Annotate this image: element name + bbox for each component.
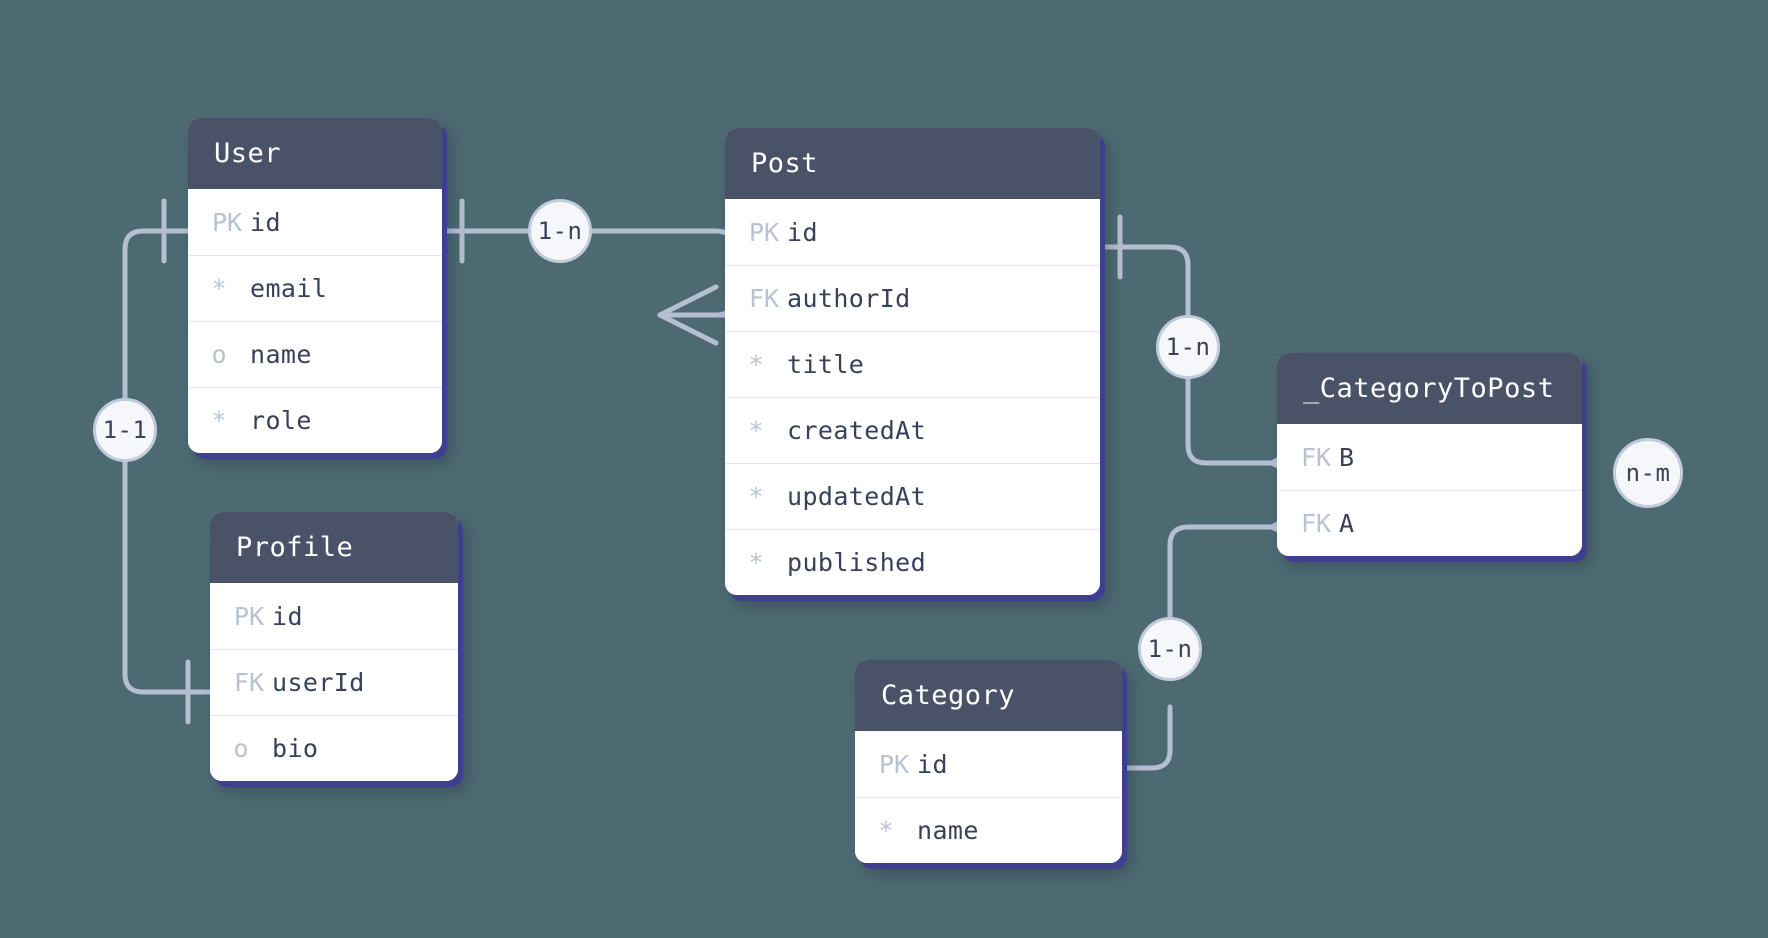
field-name: createdAt bbox=[787, 416, 927, 445]
wire-post-ctp-upper bbox=[1097, 244, 1191, 318]
field-key: PK bbox=[749, 217, 780, 247]
entity-fields-user: PK id * email o name * role bbox=[188, 189, 442, 453]
field-row[interactable]: * updatedAt bbox=[725, 463, 1100, 529]
field-row[interactable]: * name bbox=[855, 797, 1122, 863]
field-key: FK bbox=[1301, 509, 1332, 538]
entity-title-user: User bbox=[188, 118, 442, 189]
field-name: name bbox=[917, 816, 979, 845]
field-key: * bbox=[748, 548, 764, 577]
field-row[interactable]: o bio bbox=[210, 715, 458, 781]
crowfoot-post-authorid-upper bbox=[657, 284, 719, 318]
field-row[interactable]: o name bbox=[188, 321, 442, 387]
relationship-badge-post-categorytopost[interactable]: 1-n bbox=[1156, 315, 1220, 379]
field-key: * bbox=[748, 416, 764, 445]
field-name: name bbox=[250, 340, 312, 369]
relationship-badge-user-post[interactable]: 1-n bbox=[528, 199, 592, 263]
field-name: email bbox=[250, 274, 328, 303]
entity-title-categorytopost: _CategoryToPost bbox=[1277, 353, 1582, 424]
entity-fields-post: PK id FK authorId * title * createdAt * … bbox=[725, 199, 1100, 595]
field-row[interactable]: * published bbox=[725, 529, 1100, 595]
field-row[interactable]: FK authorId bbox=[725, 265, 1100, 331]
field-key: FK bbox=[1301, 442, 1332, 472]
field-key: * bbox=[748, 350, 764, 379]
entity-fields-categorytopost: FK B FK A bbox=[1277, 424, 1582, 556]
relationship-badge-category-categorytopost[interactable]: 1-n bbox=[1138, 617, 1202, 681]
field-key: * bbox=[211, 274, 227, 303]
field-row[interactable]: * title bbox=[725, 331, 1100, 397]
wire-category-ctp-lower bbox=[1119, 704, 1173, 771]
field-row[interactable]: FK userId bbox=[210, 649, 458, 715]
field-key: PK bbox=[212, 207, 243, 237]
wire-post-ctp-lower2 bbox=[1185, 372, 1275, 466]
field-name: B bbox=[1339, 442, 1355, 472]
crowfoot-post-authorid-lower bbox=[657, 312, 719, 346]
field-name: id bbox=[250, 207, 281, 237]
field-name: authorId bbox=[787, 284, 911, 313]
field-key: * bbox=[211, 406, 227, 435]
entity-card-categorytopost[interactable]: _CategoryToPost FK B FK A bbox=[1277, 353, 1582, 556]
field-key: o bbox=[211, 340, 227, 369]
relationship-badge-category-post[interactable]: n-m bbox=[1613, 438, 1683, 508]
field-key: o bbox=[233, 734, 249, 763]
entity-title-profile: Profile bbox=[210, 512, 458, 583]
entity-title-category: Category bbox=[855, 660, 1122, 731]
field-key: * bbox=[748, 482, 764, 511]
entity-title-post: Post bbox=[725, 128, 1100, 199]
entity-card-profile[interactable]: Profile PK id FK userId o bio bbox=[210, 512, 458, 781]
field-row[interactable]: * role bbox=[188, 387, 442, 453]
field-name: A bbox=[1339, 509, 1355, 538]
field-row[interactable]: PK id bbox=[855, 731, 1122, 797]
field-name: published bbox=[787, 548, 927, 577]
entity-card-post[interactable]: Post PK id FK authorId * title * created… bbox=[725, 128, 1100, 595]
entity-fields-category: PK id * name bbox=[855, 731, 1122, 863]
field-key: PK bbox=[879, 749, 910, 779]
field-name: userId bbox=[272, 668, 365, 697]
field-name: role bbox=[250, 406, 312, 435]
entity-card-user[interactable]: User PK id * email o name * role bbox=[188, 118, 442, 453]
field-name: bio bbox=[272, 734, 319, 763]
entity-fields-profile: PK id FK userId o bio bbox=[210, 583, 458, 781]
wire-user-post-right bbox=[589, 228, 737, 318]
field-name: id bbox=[787, 217, 818, 247]
field-row[interactable]: * email bbox=[188, 255, 442, 321]
entity-card-category[interactable]: Category PK id * name bbox=[855, 660, 1122, 863]
field-name: title bbox=[787, 350, 865, 379]
field-row[interactable]: FK B bbox=[1277, 424, 1582, 490]
field-row[interactable]: FK A bbox=[1277, 490, 1582, 556]
field-name: updatedAt bbox=[787, 482, 927, 511]
field-row[interactable]: PK id bbox=[210, 583, 458, 649]
field-row[interactable]: PK id bbox=[725, 199, 1100, 265]
field-key: FK bbox=[234, 668, 265, 697]
wire-user-profile-upper bbox=[122, 228, 191, 401]
field-key: PK bbox=[234, 601, 265, 631]
field-key: * bbox=[878, 816, 894, 845]
field-key: FK bbox=[749, 284, 780, 313]
field-name: id bbox=[917, 749, 948, 779]
wire-post-ctp-lower bbox=[1170, 375, 1272, 463]
wire-user-profile-lower bbox=[122, 455, 213, 695]
field-row[interactable]: * createdAt bbox=[725, 397, 1100, 463]
relationship-badge-user-profile[interactable]: 1-1 bbox=[93, 398, 157, 462]
field-name: id bbox=[272, 601, 303, 631]
field-row[interactable]: PK id bbox=[188, 189, 442, 255]
